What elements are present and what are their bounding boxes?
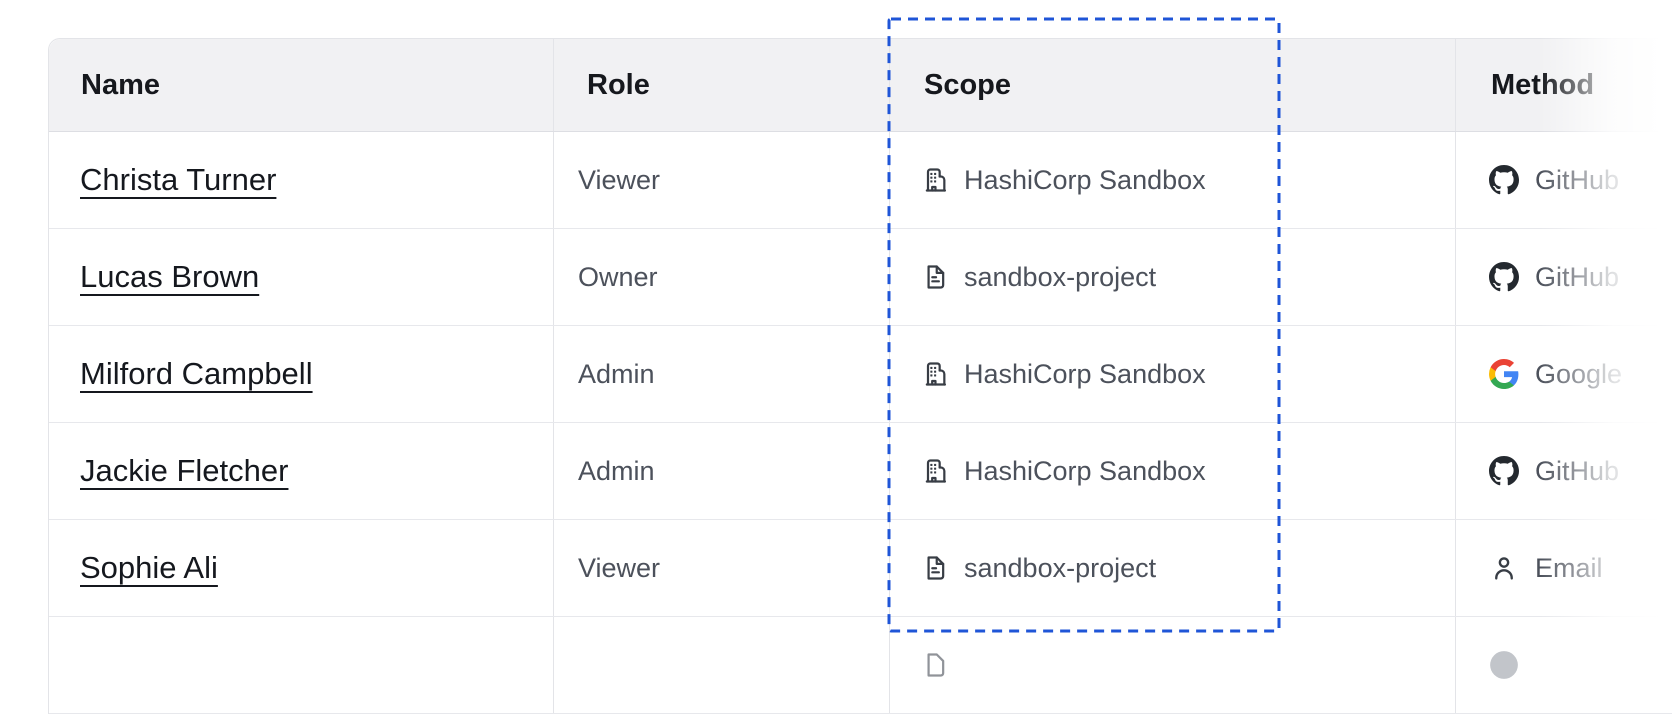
- method-label: GitHub: [1535, 164, 1620, 195]
- name-cell: [49, 617, 554, 713]
- column-header-role: Role: [554, 39, 890, 131]
- column-header-scope: Scope: [890, 39, 1456, 131]
- table-header-row: Name Role Scope Method: [49, 39, 1672, 132]
- role-cell: Viewer: [554, 520, 890, 616]
- role-cell: Admin: [554, 423, 890, 519]
- scope-cell: HashiCorp Sandbox: [890, 326, 1456, 422]
- members-table: Name Role Scope Method Christa Turner Vi…: [48, 38, 1672, 714]
- scope-cell: HashiCorp Sandbox: [890, 423, 1456, 519]
- github-icon: [1489, 165, 1519, 195]
- document-icon: [921, 263, 949, 291]
- github-icon: [1489, 456, 1519, 486]
- email-icon: [1489, 553, 1519, 583]
- role-cell: Owner: [554, 229, 890, 325]
- table-row: Jackie Fletcher Admin HashiCorp: [49, 423, 1672, 520]
- method-label: Email: [1535, 552, 1603, 583]
- scope-label: HashiCorp Sandbox: [964, 358, 1206, 389]
- organization-icon: [921, 360, 949, 388]
- role-label: Viewer: [578, 552, 661, 583]
- organization-icon: [921, 166, 949, 194]
- role-label: Viewer: [578, 164, 661, 195]
- scope-label: HashiCorp Sandbox: [964, 164, 1206, 195]
- scope-cell: sandbox-project: [890, 520, 1456, 616]
- table-row: Lucas Brown Owner sandbox-project: [49, 229, 1672, 326]
- method-cell: Email: [1456, 520, 1672, 616]
- method-label: GitHub: [1535, 261, 1620, 292]
- method-label: GitHub: [1535, 455, 1620, 486]
- document-icon: [921, 651, 949, 679]
- name-cell: Sophie Ali: [49, 520, 554, 616]
- name-cell: Jackie Fletcher: [49, 423, 554, 519]
- scope-label: sandbox-project: [964, 261, 1157, 292]
- scope-label: HashiCorp Sandbox: [964, 455, 1206, 486]
- role-cell: [554, 617, 890, 713]
- method-cell: GitHub: [1456, 229, 1672, 325]
- scope-cell: sandbox-project: [890, 229, 1456, 325]
- google-icon: [1489, 359, 1519, 389]
- github-icon: [1489, 262, 1519, 292]
- name-cell: Milford Campbell: [49, 326, 554, 422]
- name-cell: Christa Turner: [49, 132, 554, 228]
- method-cell: Google: [1456, 326, 1672, 422]
- scope-cell: HashiCorp Sandbox: [890, 132, 1456, 228]
- role-cell: Admin: [554, 326, 890, 422]
- member-name-link[interactable]: Christa Turner: [80, 162, 277, 197]
- member-name-link[interactable]: Sophie Ali: [80, 550, 218, 585]
- table-row: Milford Campbell Admin HashiCor: [49, 326, 1672, 423]
- scope-cell: [890, 617, 1456, 713]
- role-label: Owner: [578, 261, 658, 292]
- organization-icon: [921, 457, 949, 485]
- role-label: Admin: [578, 455, 655, 486]
- method-cell: [1456, 617, 1672, 713]
- table-row-partial: [49, 617, 1672, 714]
- name-cell: Lucas Brown: [49, 229, 554, 325]
- document-icon: [921, 554, 949, 582]
- column-header-method: Method: [1491, 68, 1595, 101]
- table-row: Sophie Ali Viewer sandbox-project: [49, 520, 1672, 617]
- member-name-link[interactable]: Jackie Fletcher: [80, 453, 289, 488]
- member-name-link[interactable]: Milford Campbell: [80, 356, 313, 391]
- method-label: Google: [1535, 358, 1623, 389]
- column-header-name: Name: [49, 39, 554, 131]
- github-icon: [1489, 650, 1519, 680]
- role-cell: Viewer: [554, 132, 890, 228]
- members-table-screen: { "table": { "columns": [ { "label": "Na…: [48, 0, 1672, 714]
- method-cell: GitHub: [1456, 423, 1672, 519]
- member-name-link[interactable]: Lucas Brown: [80, 259, 260, 294]
- method-cell: GitHub: [1456, 132, 1672, 228]
- scope-label: sandbox-project: [964, 552, 1157, 583]
- table-row: Christa Turner Viewer HashiCorp: [49, 132, 1672, 229]
- role-label: Admin: [578, 358, 655, 389]
